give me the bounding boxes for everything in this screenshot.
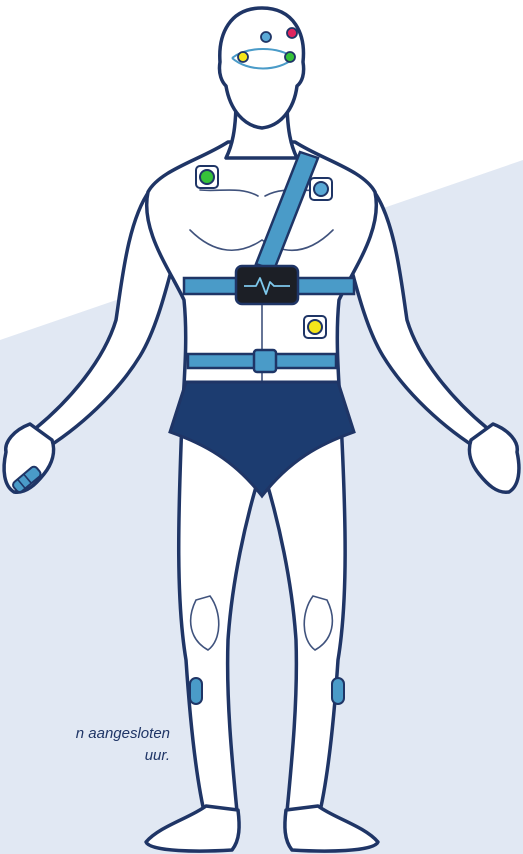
electrode-icon bbox=[304, 316, 326, 338]
left-shin-sensor bbox=[190, 678, 202, 704]
waist-strap-clip bbox=[254, 350, 276, 372]
right-shin-sensor bbox=[332, 678, 344, 704]
electrode-icon bbox=[310, 178, 332, 200]
electrode-icon bbox=[196, 166, 218, 188]
caption-line-1: n aangesloten bbox=[0, 724, 170, 744]
heartbeat-monitor-icon bbox=[236, 266, 298, 304]
caption-line-2: uur. bbox=[0, 746, 170, 766]
